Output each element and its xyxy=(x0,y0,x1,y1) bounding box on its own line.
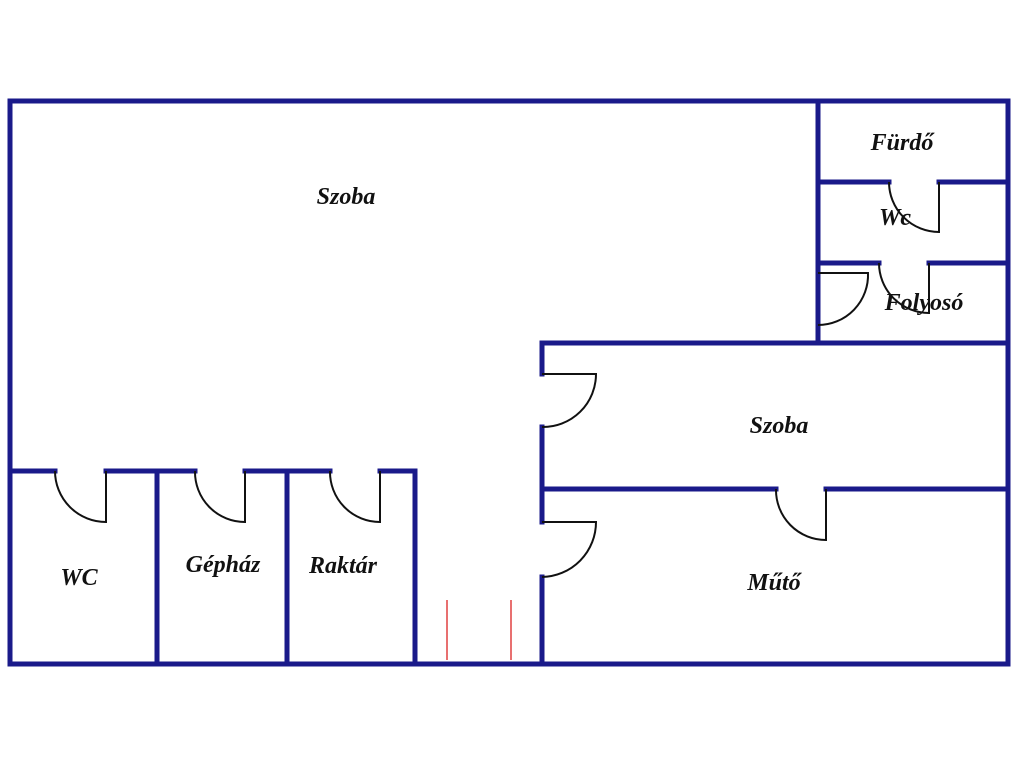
room-label-folyoso: Folyosó xyxy=(884,290,964,316)
doors xyxy=(54,181,940,578)
door-swing xyxy=(328,470,381,524)
room-label-muto: Műtő xyxy=(746,570,802,596)
door-swing xyxy=(817,272,870,326)
door-swing xyxy=(878,262,930,315)
room-label-wc: WC xyxy=(60,565,98,591)
door-swing xyxy=(54,470,107,524)
door-swing xyxy=(541,373,598,429)
room-label-furdo: Fürdő xyxy=(870,130,936,156)
door-swing xyxy=(774,488,827,542)
door-swing xyxy=(193,470,246,524)
room-label-wc-small: Wc xyxy=(879,205,911,231)
door-swing xyxy=(888,181,940,234)
room-label-gephaz: Gépház xyxy=(186,552,261,578)
room-label-szoba-second: Szoba xyxy=(750,413,809,439)
room-label-raktar: Raktár xyxy=(308,553,378,579)
outer-wall xyxy=(7,98,1011,667)
room-labels: Szoba Fürdő Wc Folyosó Szoba WC Gépház R… xyxy=(60,130,963,596)
door-swing xyxy=(541,521,598,578)
room-label-szoba-main: Szoba xyxy=(317,184,376,210)
walls xyxy=(7,98,1011,667)
